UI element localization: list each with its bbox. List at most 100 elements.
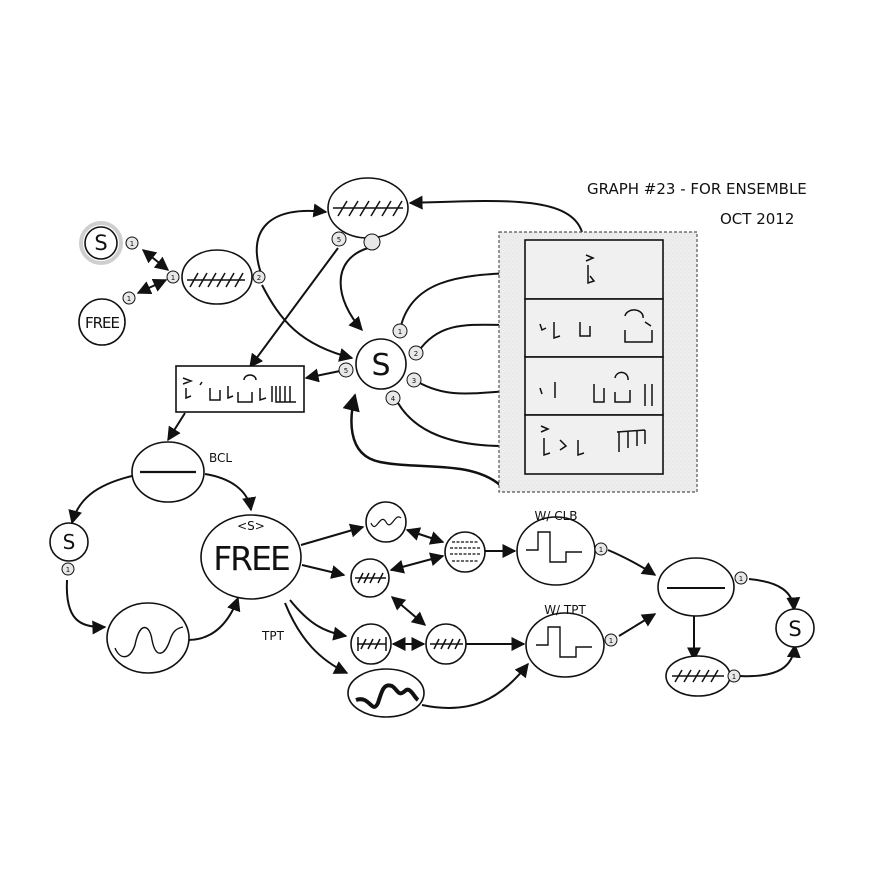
free-big-label: FREE xyxy=(213,539,289,578)
rhythm-box xyxy=(175,365,305,413)
free-small-badge xyxy=(122,291,136,305)
rhythm-notation xyxy=(182,374,296,403)
end-s-label: S xyxy=(788,617,801,641)
bcl-label: BCL xyxy=(209,451,232,465)
edge-hash5-to-end xyxy=(737,643,801,678)
edge-top-to-center xyxy=(339,247,369,332)
squiggle-glyph xyxy=(370,516,402,528)
center-s-label: S xyxy=(371,348,390,383)
wave-glyph xyxy=(114,626,184,658)
free-small-label: FREE xyxy=(85,314,120,332)
edge-wave-to-free xyxy=(187,596,241,641)
free-big-ellipse xyxy=(200,514,302,600)
edge-top5-to-box xyxy=(249,247,339,369)
hash-glyph-left xyxy=(187,272,245,288)
bracket-glyph xyxy=(357,637,387,651)
clb-label: W/ CLB xyxy=(534,509,577,523)
hash-right-badge xyxy=(727,669,741,683)
line-right-badge xyxy=(734,571,748,585)
center-badge-4-label: 4 xyxy=(391,395,396,403)
wave-ellipse xyxy=(106,602,190,674)
start-s-badge xyxy=(125,236,139,250)
edge-squiggle-to-dots xyxy=(405,527,445,545)
edge-bcl-to-free xyxy=(204,473,257,512)
center-badge-3-label: 3 xyxy=(412,377,416,385)
edge-tpt-to-right xyxy=(618,613,657,637)
left-s-label: S xyxy=(63,530,76,554)
edge-panel-to-top xyxy=(408,195,583,233)
edge-hash3-to-dots xyxy=(389,552,445,574)
edge-c5-to-box xyxy=(304,368,341,383)
hash4-glyph xyxy=(430,638,463,650)
edge-snake-to-tpt xyxy=(421,662,529,709)
snake-ellipse xyxy=(347,668,425,718)
edge-box-to-bcl xyxy=(167,412,186,442)
edge-bcl-to-s xyxy=(68,475,133,525)
free-small-node xyxy=(78,298,126,346)
hash-left-badge-out-label: 2 xyxy=(257,274,261,282)
hash-ellipse-left xyxy=(181,249,253,305)
hash-left-badge-out xyxy=(252,270,266,284)
graph-date: OCT 2012 xyxy=(720,210,795,228)
hash3-glyph xyxy=(355,572,386,584)
score-row-4-notation xyxy=(540,425,646,457)
start-s-badge-label: 1 xyxy=(130,240,134,248)
edge-hash3-to-hash4 xyxy=(390,596,427,626)
edge-clb-to-right xyxy=(607,549,657,576)
top-badge-5 xyxy=(331,231,347,247)
tpt-badge-label: 1 xyxy=(609,637,613,645)
score-row-1-notation xyxy=(585,254,596,285)
edge-free-to-hash xyxy=(136,278,168,295)
tpt-node xyxy=(525,612,605,678)
hash-right-badge-label: 1 xyxy=(732,673,736,681)
edge-free-to-hash3 xyxy=(301,564,346,579)
edge-c1-to-row1 xyxy=(399,266,514,331)
free-small-badge-label: 1 xyxy=(127,295,131,303)
top-badge-empty xyxy=(363,233,381,251)
score-row-3-notation xyxy=(539,371,653,406)
start-s-node xyxy=(84,226,118,260)
hash-glyph-right xyxy=(672,669,724,683)
hash-left-badge-in-label: 1 xyxy=(171,274,175,282)
edge-free-to-bracket xyxy=(289,599,348,641)
clb-node xyxy=(516,516,596,586)
snake-glyph xyxy=(355,683,420,709)
free-big-sublabel: <S> xyxy=(237,519,265,533)
edge-s1-to-wave xyxy=(65,579,107,635)
clb-badge-label: 1 xyxy=(599,546,603,554)
edge-panel-to-center xyxy=(342,393,501,486)
center-badge-5-label: 5 xyxy=(344,367,348,375)
left-s-node xyxy=(49,522,89,562)
edge-c2-to-row2 xyxy=(417,317,514,353)
center-badge-4 xyxy=(385,390,401,406)
end-s-node xyxy=(775,608,815,648)
start-s-label: S xyxy=(94,231,107,255)
score-row-4 xyxy=(524,414,664,475)
tpt-step-glyph xyxy=(536,626,592,658)
score-row-1 xyxy=(524,239,664,300)
edge-right-to-end xyxy=(748,578,801,612)
center-badge-5 xyxy=(338,362,354,378)
clb-step-glyph xyxy=(526,531,582,563)
top-badge-5-label: 5 xyxy=(337,236,341,244)
edge-hash2-to-center xyxy=(261,284,354,362)
center-badge-3 xyxy=(406,372,422,388)
tpt-node-label: W/ TPT xyxy=(544,603,586,617)
score-row-2-notation xyxy=(539,309,653,343)
center-badge-1-label: 1 xyxy=(398,328,402,336)
edge-free-to-squiggle xyxy=(300,523,365,546)
edge-s-to-hash xyxy=(141,249,170,271)
center-badge-1 xyxy=(392,323,408,339)
line-right-badge-label: 1 xyxy=(739,575,743,583)
start-s-halo xyxy=(79,221,123,265)
graph-title: GRAPH #23 - FOR ENSEMBLE xyxy=(587,180,807,198)
edge-c4-to-row4 xyxy=(397,402,514,454)
left-s-badge xyxy=(61,562,75,576)
edge-free-to-snake xyxy=(284,602,349,674)
hash-left-badge-in xyxy=(166,270,180,284)
hash-glyph-top xyxy=(333,200,403,217)
left-s-badge-label: 1 xyxy=(66,566,70,574)
center-badge-2 xyxy=(408,345,424,361)
tpt-badge xyxy=(604,633,618,647)
